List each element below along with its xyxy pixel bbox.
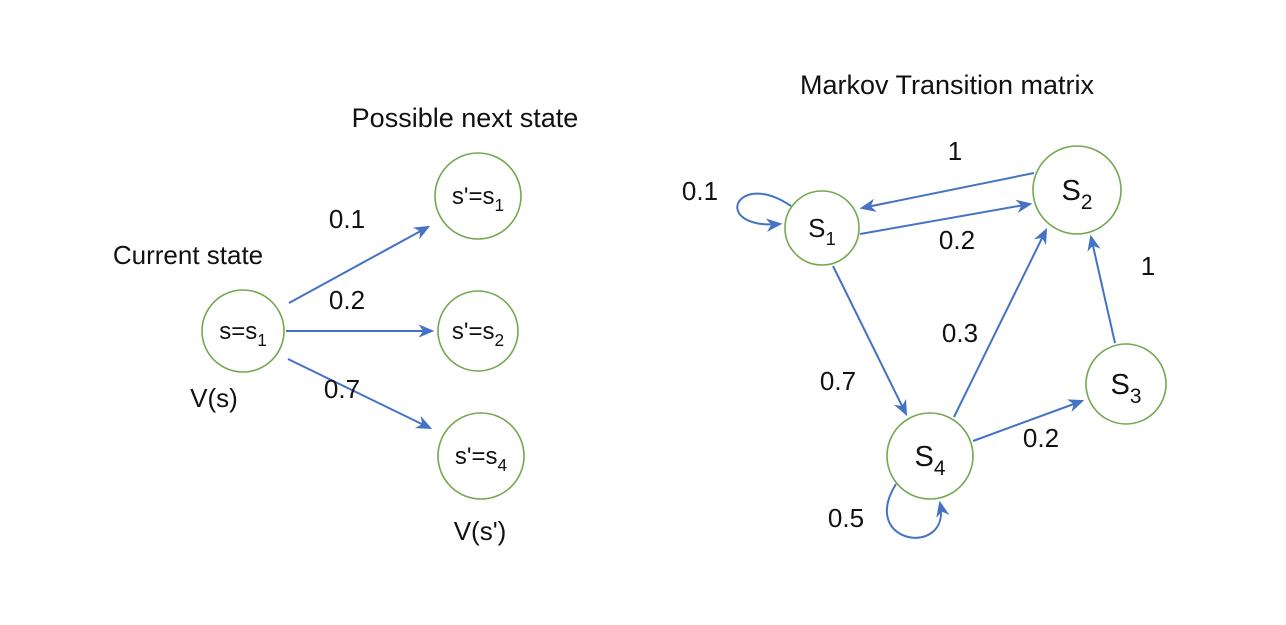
- edge-label-s1-self-loop: 0.1: [682, 176, 718, 206]
- edge-label-s4-to-s2: 0.3: [942, 318, 978, 348]
- state-node-s2: [1032, 145, 1122, 235]
- left-diagram: Possible next state Current state s=s1 V…: [113, 103, 578, 546]
- next-s2-sub: 2: [495, 330, 505, 350]
- next-s1-sub: 1: [495, 195, 505, 215]
- next-s4-base: s'=s: [455, 443, 498, 470]
- s2-base: S: [1062, 175, 1081, 207]
- prob-label-next-s2: 0.2: [329, 285, 365, 315]
- edge-s1-to-s4: [832, 265, 908, 417]
- state-node-s4-label: S4: [915, 441, 946, 480]
- s1-base: S: [808, 213, 825, 243]
- edge-s2-to-s1: [859, 172, 1035, 212]
- next-state-node-s2-label: s'=s2: [452, 318, 504, 350]
- edge-label-s4-self-loop: 0.5: [828, 503, 864, 533]
- next-state-node-s2: [437, 290, 519, 372]
- state-node-s2-label: S2: [1062, 175, 1093, 214]
- current-state-node: [201, 289, 285, 373]
- next-s4-sub: 4: [498, 455, 508, 475]
- left-diagram-title: Possible next state: [352, 103, 579, 133]
- edge-s4-to-s2: [953, 227, 1048, 418]
- edge-s4-self-loop: [886, 483, 950, 539]
- next-s2-base: s'=s: [452, 318, 495, 345]
- arrow-current-to-next-s4: [287, 358, 433, 430]
- next-state-node-s1-label: s'=s1: [452, 183, 504, 215]
- prob-label-next-s1: 0.1: [329, 204, 365, 234]
- edge-label-s1-to-s4: 0.7: [820, 366, 856, 396]
- next-s1-base: s'=s: [452, 183, 495, 210]
- s3-sub: 3: [1130, 385, 1142, 408]
- edge-label-s1-to-s2: 0.2: [939, 225, 975, 255]
- state-node-s1-label: S1: [808, 213, 836, 249]
- edge-s1-self-loop: [736, 192, 792, 232]
- current-state-label: Current state: [113, 240, 263, 270]
- edge-s3-to-s2: [1087, 234, 1116, 344]
- state-node-s3-label: S3: [1111, 369, 1142, 408]
- s1-sub: 1: [825, 228, 835, 249]
- next-state-node-s4: [437, 412, 525, 500]
- s3-base: S: [1111, 369, 1130, 401]
- s2-sub: 2: [1081, 191, 1093, 214]
- state-node-s1: [784, 190, 860, 266]
- value-of-s-label: V(s): [190, 383, 238, 413]
- edge-label-s3-to-s2: 1: [1141, 251, 1155, 281]
- current-node-sub: 1: [257, 330, 267, 350]
- edge-s1-to-s2: [859, 199, 1033, 235]
- prob-label-next-s4: 0.7: [324, 374, 360, 404]
- next-state-node-s4-label: s'=s4: [455, 443, 508, 475]
- s4-base: S: [915, 441, 934, 473]
- current-node-base: s=s: [219, 318, 257, 345]
- edge-label-s2-to-s1: 1: [948, 136, 962, 166]
- right-diagram-title: Markov Transition matrix: [800, 70, 1095, 100]
- arrow-current-to-next-s1: [288, 225, 431, 304]
- right-diagram: Markov Transition matrix 0.1 1 0.2 0.7 0…: [682, 70, 1167, 539]
- edge-label-s4-to-s3: 0.2: [1023, 423, 1059, 453]
- current-state-node-label: s=s1: [219, 318, 267, 350]
- edge-s4-to-s3: [972, 399, 1085, 442]
- next-state-node-s1: [434, 152, 522, 240]
- s4-sub: 4: [934, 457, 946, 480]
- value-of-s-prime-label: V(s'): [454, 516, 507, 546]
- state-node-s4: [886, 412, 974, 500]
- state-node-s3: [1085, 343, 1167, 425]
